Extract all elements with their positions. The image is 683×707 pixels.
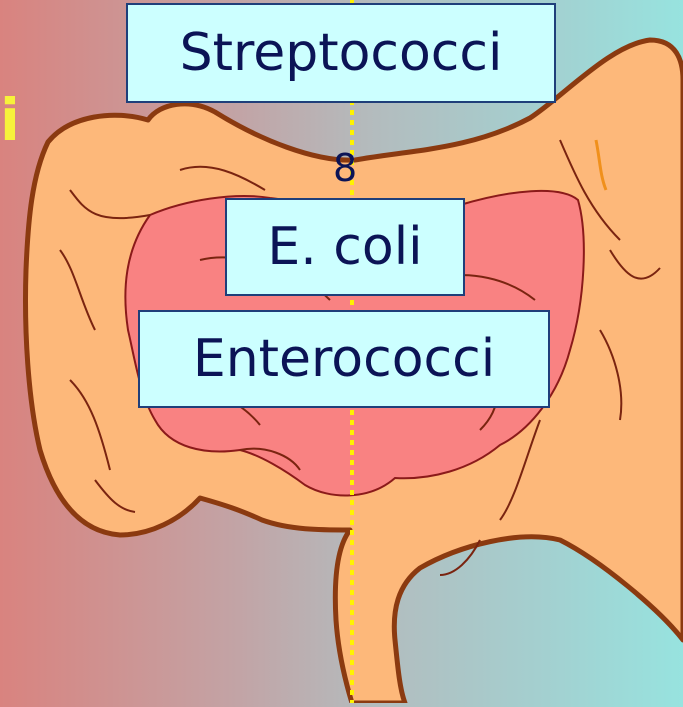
label-streptococci: Streptococci <box>126 3 556 103</box>
number-label: 8 <box>333 146 357 190</box>
label-enterococci: Enterococci <box>138 310 550 408</box>
edge-glyph: i <box>0 86 20 154</box>
label-e-coli: E. coli <box>225 198 465 296</box>
